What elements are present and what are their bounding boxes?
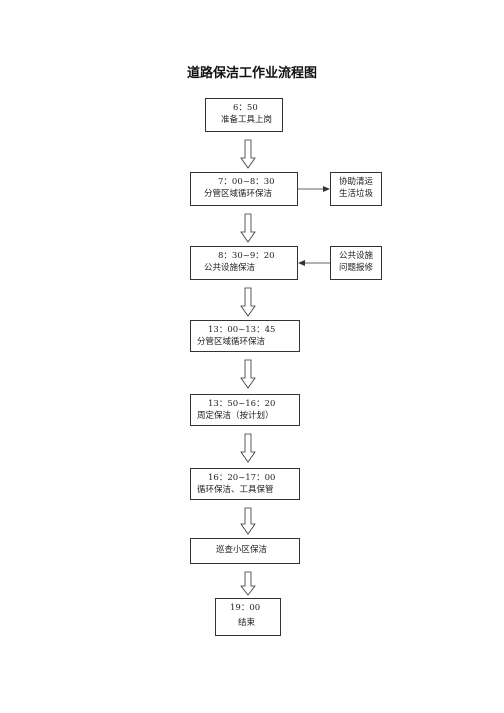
side-arrow-1-head bbox=[323, 186, 330, 192]
step-4-time: 13：00~13：45 bbox=[208, 325, 276, 335]
side-arrow-2-head bbox=[298, 260, 305, 266]
flowchart-title: 道路保洁工作业流程图 bbox=[186, 66, 317, 81]
flow-arrow-7 bbox=[240, 571, 256, 596]
step-1-task: 准备工具上岗 bbox=[221, 115, 273, 125]
step-box-7: 巡查小区保洁 bbox=[190, 538, 300, 564]
step-3-task: 公共设施保洁 bbox=[204, 263, 256, 273]
step-1-time: 6：50 bbox=[233, 103, 258, 113]
step-6-time: 16：20~17：00 bbox=[208, 473, 276, 483]
flow-arrow-1 bbox=[240, 139, 256, 169]
step-2-time: 7：00~8：30 bbox=[218, 177, 275, 187]
step-box-8: 19：00 结束 bbox=[215, 598, 281, 636]
step-4-task: 分管区域循环保洁 bbox=[197, 337, 266, 347]
side-box-2: 公共设施 问题报修 bbox=[330, 246, 382, 280]
step-box-3: 8：30~9：20 公共设施保洁 bbox=[190, 246, 298, 280]
side-box-1: 协助清运 生活垃圾 bbox=[330, 172, 382, 206]
step-8-time: 19：00 bbox=[230, 603, 261, 613]
flow-arrow-3 bbox=[240, 287, 256, 317]
step-6-task: 循环保洁、工具保管 bbox=[197, 485, 274, 495]
step-box-2: 7：00~8：30 分管区域循环保洁 bbox=[190, 172, 298, 206]
step-5-task: 周定保洁（按计划） bbox=[197, 411, 274, 421]
flow-arrow-2 bbox=[240, 213, 256, 243]
step-box-4: 13：00~13：45 分管区域循环保洁 bbox=[190, 320, 300, 352]
step-3-time: 8：30~9：20 bbox=[218, 251, 275, 261]
side-2-line2: 问题报修 bbox=[338, 263, 373, 273]
step-box-5: 13：50~16：20 周定保洁（按计划） bbox=[190, 394, 300, 426]
side-1-line1: 协助清运 bbox=[338, 177, 373, 187]
side-2-line1: 公共设施 bbox=[338, 251, 373, 261]
step-box-6: 16：20~17：00 循环保洁、工具保管 bbox=[190, 468, 300, 500]
step-5-time: 13：50~16：20 bbox=[208, 399, 276, 409]
step-2-task: 分管区域循环保洁 bbox=[204, 189, 273, 199]
side-1-line2: 生活垃圾 bbox=[338, 189, 373, 199]
flow-arrow-4 bbox=[240, 359, 256, 389]
step-box-1: 6：50 准备工具上岗 bbox=[205, 98, 283, 132]
step-7-task: 巡查小区保洁 bbox=[216, 545, 268, 555]
flow-arrow-5 bbox=[240, 433, 256, 463]
flow-arrow-6 bbox=[240, 507, 256, 535]
step-8-task: 结束 bbox=[238, 618, 256, 628]
